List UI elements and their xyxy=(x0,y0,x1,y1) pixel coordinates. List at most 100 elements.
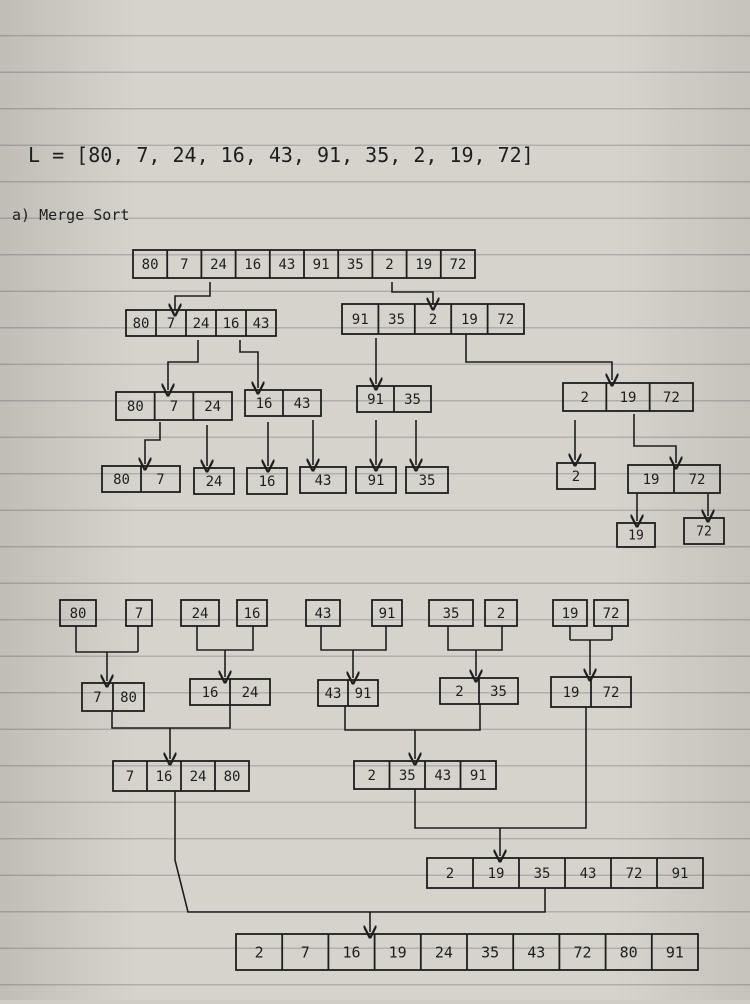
box-outline xyxy=(299,466,347,494)
box-outline xyxy=(193,467,235,495)
cell-value: 80 xyxy=(142,257,159,273)
cell-value: 19 xyxy=(488,866,505,882)
cell-value: 35 xyxy=(404,392,421,408)
cell-value: 16 xyxy=(244,257,261,273)
cell-value: 7 xyxy=(135,606,143,622)
leaf-35: 35 xyxy=(405,466,449,494)
cell-value: 43 xyxy=(278,257,295,273)
cell-value: 19 xyxy=(415,257,432,273)
cell-value: 72 xyxy=(663,390,680,406)
box-outline xyxy=(125,599,153,627)
connector-line xyxy=(320,626,387,651)
cell-value: 43 xyxy=(434,768,451,784)
cell-value: 72 xyxy=(573,943,591,961)
cell-value: 24 xyxy=(435,943,453,961)
cell-value: 19 xyxy=(563,685,580,701)
connector-arrow xyxy=(239,340,258,388)
cell-value: 2 xyxy=(385,257,393,273)
cell-value: 91 xyxy=(368,473,385,489)
cell-value: 80 xyxy=(620,943,638,961)
cell-value: 91 xyxy=(352,312,369,328)
cell-value: 19 xyxy=(643,472,660,488)
cell-value: 35 xyxy=(443,606,460,622)
cell-value: 16 xyxy=(244,606,261,622)
cell-value: 2 xyxy=(368,768,376,784)
connector-arrows xyxy=(75,282,708,932)
cell-value: 35 xyxy=(490,684,507,700)
leaf-72: 72 xyxy=(683,517,725,545)
leaf-91: 91 xyxy=(355,466,397,494)
connector-line xyxy=(196,626,254,651)
connector-line xyxy=(447,626,503,651)
cell-value: 80 xyxy=(127,399,144,415)
cell-value: 24 xyxy=(206,474,223,490)
cell-value: 24 xyxy=(193,316,210,332)
cell-value: 7 xyxy=(170,399,178,415)
leaf-2: 2 xyxy=(556,462,596,490)
connector-arrow xyxy=(391,282,433,304)
cell-value: 80 xyxy=(133,316,150,332)
cell-value: 16 xyxy=(223,316,240,332)
box-outline xyxy=(371,599,403,627)
cell-value: 35 xyxy=(481,943,499,961)
cell-value: 35 xyxy=(347,257,364,273)
connector-line xyxy=(344,704,481,731)
leaf-43: 43 xyxy=(299,466,347,494)
cell-value: 43 xyxy=(315,606,332,622)
cell-value: 16 xyxy=(202,685,219,701)
split-rl: 91 35 xyxy=(356,385,432,413)
cell-value: 43 xyxy=(294,396,311,412)
cell-value: 24 xyxy=(242,685,259,701)
cell-value: 72 xyxy=(603,606,620,622)
connector-line xyxy=(111,705,231,729)
merge-single-7: 7 xyxy=(125,599,153,627)
cell-value: 72 xyxy=(689,472,706,488)
connector-arrow xyxy=(168,340,199,390)
cell-value: 24 xyxy=(190,769,207,785)
box-outline xyxy=(125,309,277,337)
cell-value: 91 xyxy=(313,257,330,273)
merge-single-35: 35 xyxy=(428,599,474,627)
cell-value: 80 xyxy=(224,769,241,785)
merge-single-91: 91 xyxy=(371,599,403,627)
cell-value: 2 xyxy=(580,390,588,406)
leaf-16: 16 xyxy=(246,467,288,495)
cell-value: 35 xyxy=(399,768,416,784)
cell-value: 43 xyxy=(315,473,332,489)
cell-value: 72 xyxy=(497,312,514,328)
cell-value: 16 xyxy=(259,474,276,490)
cell-value: 16 xyxy=(156,769,173,785)
cell-value: 35 xyxy=(419,473,436,489)
cell-value: 2 xyxy=(497,606,505,622)
cell-value: 91 xyxy=(666,943,684,961)
cell-value: 72 xyxy=(603,685,620,701)
cell-value: 7 xyxy=(180,257,188,273)
section-heading: a) Merge Sort xyxy=(12,206,129,224)
list-definition: L = [80, 7, 24, 16, 43, 91, 35, 2, 19, 7… xyxy=(28,143,534,167)
cell-value: 80 xyxy=(120,690,137,706)
cell-value: 72 xyxy=(696,525,712,540)
cell-value: 91 xyxy=(367,392,384,408)
cell-value: 43 xyxy=(580,866,597,882)
connector-line xyxy=(174,791,546,913)
cell-value: 91 xyxy=(470,768,487,784)
cell-value: 19 xyxy=(461,312,478,328)
cell-value: 16 xyxy=(256,396,273,412)
cell-value: 24 xyxy=(192,606,209,622)
cell-value: 72 xyxy=(626,866,643,882)
box-outline xyxy=(236,599,268,627)
